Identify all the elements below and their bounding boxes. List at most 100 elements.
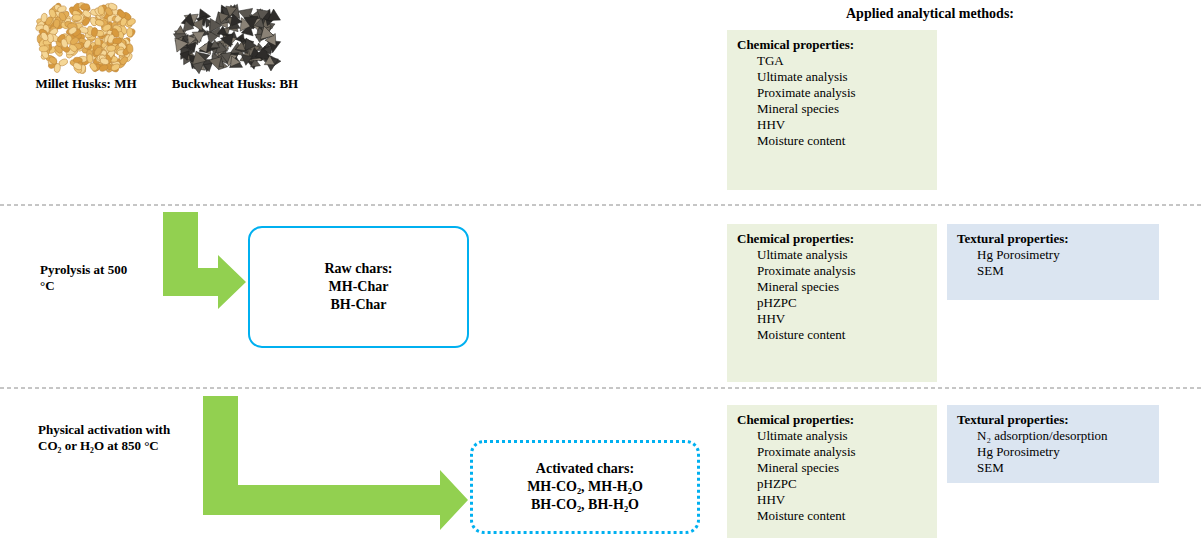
millet-grain bbox=[72, 61, 83, 71]
millet-grain bbox=[110, 63, 121, 72]
product-box: Activated chars:MH-CO₂, MH-H₂OBH-CO₂, BH… bbox=[470, 440, 700, 534]
millet-grain bbox=[80, 3, 90, 10]
box-item: HHV bbox=[737, 492, 927, 508]
buckwheat-seed bbox=[268, 9, 281, 21]
buckwheat-seed bbox=[230, 56, 240, 67]
process-arrow bbox=[163, 212, 246, 309]
box-item: SEM bbox=[957, 263, 1149, 279]
process-arrows bbox=[163, 212, 468, 530]
box-item: Proximate analysis bbox=[737, 444, 927, 460]
millet-grain bbox=[99, 57, 109, 65]
buckwheat-seed bbox=[209, 57, 221, 70]
millet-grain bbox=[39, 45, 48, 52]
box-item: N₂ adsorption/desorption bbox=[957, 428, 1149, 444]
box-item: HHV bbox=[737, 117, 927, 133]
buckwheat-seed bbox=[175, 38, 188, 52]
millet-grain bbox=[48, 55, 59, 65]
buckwheat-seed bbox=[217, 26, 227, 35]
millet-grain bbox=[58, 58, 69, 67]
box-item: Mineral species bbox=[737, 460, 927, 476]
box-item: Moisture content bbox=[737, 133, 927, 149]
millet-grain bbox=[106, 45, 116, 52]
buckwheat-husks-picture bbox=[173, 4, 280, 73]
millet-husks-picture bbox=[35, 2, 136, 75]
box-heading: Chemical properties: bbox=[737, 412, 927, 428]
box-item: MH-Char bbox=[329, 278, 389, 296]
method-box: Chemical properties:Ultimate analysisPro… bbox=[727, 405, 937, 538]
box-item: HHV bbox=[737, 311, 927, 327]
millet-grain bbox=[98, 64, 109, 73]
box-item: pHZPC bbox=[737, 476, 927, 492]
method-box: Chemical properties:Ultimate analysisPro… bbox=[727, 224, 937, 382]
buckwheat-seed bbox=[220, 34, 233, 47]
buckwheat-seed bbox=[180, 51, 189, 61]
box-item: MH-CO₂, MH-H₂O bbox=[527, 478, 643, 496]
millet-grain bbox=[58, 11, 67, 22]
method-box: Chemical properties:TGAUltimate analysis… bbox=[727, 30, 937, 190]
millet-grain bbox=[126, 17, 137, 26]
box-item: Mineral species bbox=[737, 279, 927, 295]
method-box: Textural properties:Hg PorosimetrySEM bbox=[947, 224, 1159, 300]
box-item: Ultimate analysis bbox=[737, 247, 927, 263]
millet-grain bbox=[91, 27, 98, 37]
column-heading: Applied analytical methods: bbox=[846, 6, 1106, 22]
buckwheat-seed bbox=[244, 16, 258, 29]
product-box: Raw chars:MH-CharBH-Char bbox=[248, 226, 469, 348]
box-item: Proximate analysis bbox=[737, 85, 927, 101]
buckwheat-seed bbox=[192, 32, 205, 43]
millet-grain bbox=[95, 19, 105, 27]
buckwheat-seed bbox=[241, 55, 252, 65]
box-heading: Textural properties: bbox=[957, 231, 1149, 247]
buckwheat-seed bbox=[257, 9, 269, 21]
section-divider bbox=[0, 205, 1201, 206]
box-item: Ultimate analysis bbox=[737, 69, 927, 85]
picture-caption: Buckwheat Husks: BH bbox=[152, 76, 318, 92]
buckwheat-seed bbox=[245, 38, 257, 51]
box-item: BH-Char bbox=[331, 296, 387, 314]
buckwheat-seed bbox=[192, 51, 206, 65]
box-item: BH-CO₂, BH-H₂O bbox=[531, 496, 639, 514]
millet-grain bbox=[47, 56, 58, 66]
millet-grain bbox=[67, 26, 78, 36]
millet-grain bbox=[127, 28, 133, 37]
millet-grain bbox=[98, 5, 105, 15]
buckwheat-seed bbox=[211, 40, 220, 48]
buckwheat-seed bbox=[264, 56, 275, 65]
box-heading: Chemical properties: bbox=[737, 37, 927, 53]
box-item: pHZPC bbox=[737, 295, 927, 311]
box-item: Ultimate analysis bbox=[737, 428, 927, 444]
millet-grain bbox=[127, 28, 137, 39]
buckwheat-seed bbox=[236, 42, 246, 51]
buckwheat-seed bbox=[263, 46, 271, 55]
box-item: Hg Porosimetry bbox=[957, 444, 1149, 460]
buckwheat-seed bbox=[230, 14, 242, 26]
millet-grain bbox=[40, 31, 49, 42]
process-arrow bbox=[203, 396, 468, 530]
millet-grain bbox=[57, 5, 67, 13]
millet-grain bbox=[126, 44, 133, 54]
millet-grain bbox=[119, 55, 130, 66]
box-heading: Textural properties: bbox=[957, 412, 1149, 428]
millet-grain bbox=[86, 53, 94, 63]
buckwheat-seed bbox=[254, 18, 264, 28]
box-heading: Chemical properties: bbox=[737, 231, 927, 247]
step-label: Physical activation with CO₂ or H₂O at 8… bbox=[38, 422, 196, 454]
box-item: Proximate analysis bbox=[737, 263, 927, 279]
section-divider bbox=[0, 388, 1201, 389]
millet-grain bbox=[69, 36, 80, 46]
buckwheat-seed bbox=[260, 26, 273, 39]
box-item: TGA bbox=[737, 53, 927, 69]
box-item: Mineral species bbox=[737, 101, 927, 117]
picture-caption: Millet Husks: MH bbox=[20, 76, 152, 92]
husk-illustrations bbox=[35, 2, 281, 75]
method-box: Textural properties:N₂ adsorption/desorp… bbox=[947, 405, 1159, 483]
millet-grain bbox=[104, 6, 114, 17]
box-item: SEM bbox=[957, 460, 1149, 476]
box-item: Moisture content bbox=[737, 327, 927, 343]
box-heading: Activated chars: bbox=[536, 460, 634, 478]
millet-grain bbox=[116, 9, 127, 20]
buckwheat-seed bbox=[218, 12, 228, 23]
millet-grain bbox=[72, 14, 81, 21]
step-label: Pyrolysis at 500 °C bbox=[40, 262, 135, 294]
